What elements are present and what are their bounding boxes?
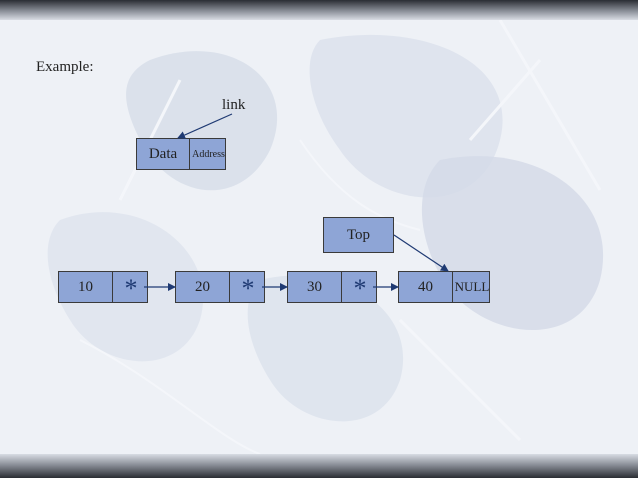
list-node: 40 NULL <box>398 271 490 303</box>
top-arrow <box>393 234 449 272</box>
node-value: 10 <box>78 278 93 295</box>
list-node: 10 * <box>58 271 148 303</box>
node-pointer: * <box>112 272 149 303</box>
node-null-pointer: NULL <box>452 272 491 302</box>
node-pointer: * <box>341 272 378 303</box>
node-value: 30 <box>307 278 322 295</box>
node-pointer: * <box>229 272 266 303</box>
list-node: 30 * <box>287 271 377 303</box>
node-template-address-field: Address <box>189 139 227 169</box>
link-arrow <box>177 113 233 139</box>
top-gradient-bar <box>0 0 638 20</box>
node-value: 40 <box>418 278 433 295</box>
node-template: Data Address <box>136 138 226 170</box>
bottom-gradient-bar <box>0 454 638 478</box>
node-template-data-field: Data <box>148 145 178 162</box>
example-label: Example: <box>36 59 94 75</box>
top-label: Top <box>346 226 371 243</box>
node-value: 20 <box>195 278 210 295</box>
link-label: link <box>222 97 246 113</box>
top-pointer-box: Top <box>323 217 394 253</box>
